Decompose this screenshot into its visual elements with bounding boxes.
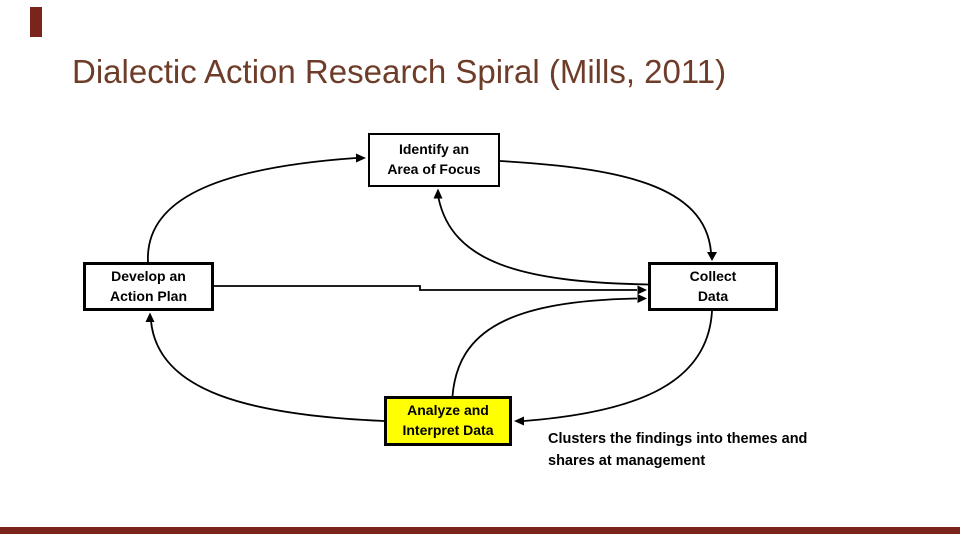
node-label-line: Area of Focus: [387, 161, 481, 177]
connector-analyze-to-develop: [150, 320, 385, 422]
connector-develop-to-collect-straight: [214, 285, 637, 291]
arrowhead-into-identify-left: [356, 153, 366, 163]
node-label-line: Develop an: [111, 267, 186, 284]
arrowhead-into-identify-bottom: [433, 188, 443, 199]
connector-identify-to-collect: [499, 160, 712, 253]
connector-analyze-to-collect-inner: [451, 297, 638, 397]
node-develop-action-plan: Develop an Action Plan: [83, 262, 214, 311]
node-label-line: Data: [697, 287, 729, 304]
arrowhead-into-analyze-right: [514, 416, 524, 426]
connector-collect-to-identify-inner: [437, 197, 649, 286]
node-label-line: Collect: [689, 267, 737, 284]
accent-bottom-bar-decoration: [0, 527, 960, 534]
annotation-clusters-findings: Clusters the findings into themes and sh…: [548, 431, 808, 469]
node-collect-data: Collect Data: [648, 262, 778, 311]
arrowhead-into-collect-left-lower: [637, 294, 647, 303]
node-analyze-interpret-data: Analyze and Interpret Data: [384, 396, 512, 446]
arrowhead-into-develop-bottom: [145, 312, 155, 322]
node-identify-area-of-focus: Identify an Area of Focus: [368, 133, 500, 187]
arrowhead-into-collect-left-upper: [637, 285, 647, 295]
arrowhead-into-collect-top: [707, 252, 717, 261]
node-label-line: Analyze and: [407, 402, 489, 419]
node-label-line: Identify an: [398, 141, 469, 158]
connector-collect-to-analyze: [523, 310, 713, 422]
accent-tab-decoration: [30, 7, 42, 37]
connector-develop-to-identify: [147, 157, 357, 263]
node-label-line: Action Plan: [109, 287, 187, 304]
slide-title: Dialectic Action Research Spiral (Mills,…: [72, 53, 727, 90]
node-label-line: Interpret Data: [402, 422, 494, 438]
